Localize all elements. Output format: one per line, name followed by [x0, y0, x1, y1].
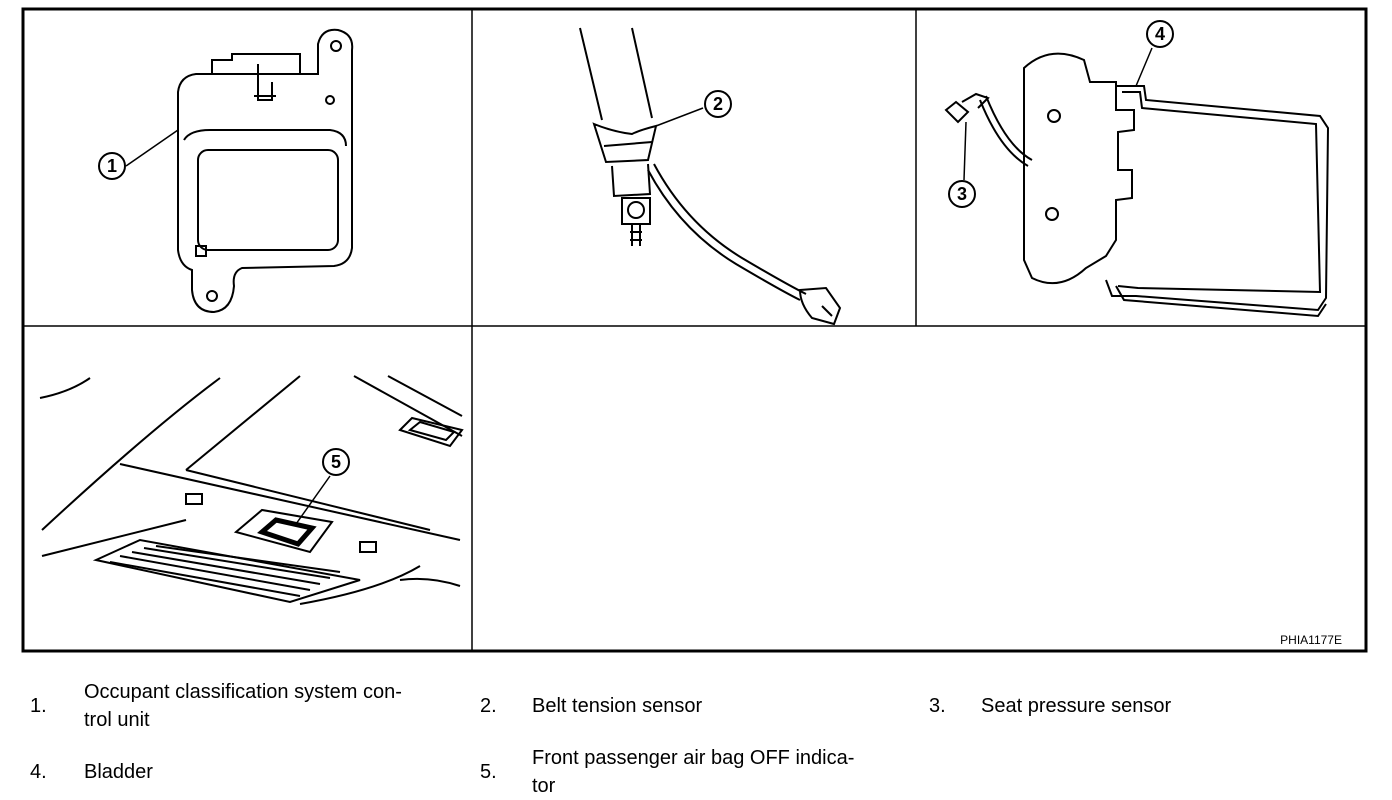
callout-4-circle — [1146, 20, 1174, 48]
callout-3-circle — [948, 180, 976, 208]
legend-item-5-line1: Front passenger air bag OFF indica- — [532, 747, 855, 769]
component-diagram: 1 2 3 4 — [21, 7, 1368, 653]
legend-item-3-number: 3. — [929, 695, 946, 717]
callout-3-number: 3 — [957, 184, 967, 204]
callout-2-number: 2 — [713, 94, 723, 114]
legend-item-2-text: Belt tension sensor — [532, 695, 703, 717]
legend-item-5-number: 5. — [480, 761, 497, 783]
legend-item-1-line2: trol unit — [84, 709, 150, 731]
callout-2-leader — [655, 107, 704, 127]
legend-item-3-text: Seat pressure sensor — [981, 695, 1172, 717]
callout-1-circle — [98, 152, 126, 180]
bladder-illustration — [1023, 52, 1330, 318]
callout-5-number: 5 — [331, 452, 341, 472]
legend-item-1-line1: Occupant classification system con- — [84, 681, 402, 703]
figure-code: PHIA1177E — [1280, 633, 1342, 647]
belt-tension-sensor-illustration — [579, 27, 842, 326]
legend-item-1-number: 1. — [30, 695, 47, 717]
legend-item-5-line2: tor — [532, 775, 556, 797]
seat-pressure-sensor-illustration — [944, 92, 1033, 167]
callout-5-leader — [295, 475, 331, 525]
control-unit-illustration — [177, 28, 354, 314]
legend-item-4-text: Bladder — [84, 761, 153, 783]
callout-3-leader — [963, 121, 967, 181]
callout-2-circle — [704, 90, 732, 118]
figure-frame — [21, 7, 1368, 653]
callout-1-number: 1 — [107, 156, 117, 176]
legend-item-4-number: 4. — [30, 761, 47, 783]
legend-item-2-number: 2. — [480, 695, 497, 717]
callout-4-number: 4 — [1155, 24, 1165, 44]
roof-console-illustration — [39, 375, 464, 605]
legend-item-1-text: Occupant classification system con- trol… — [84, 678, 402, 734]
callout-1-leader — [125, 129, 179, 167]
callout-4-leader — [1135, 47, 1153, 87]
legend-item-5-text: Front passenger air bag OFF indica- tor — [532, 744, 854, 800]
callout-5-circle — [322, 448, 350, 476]
